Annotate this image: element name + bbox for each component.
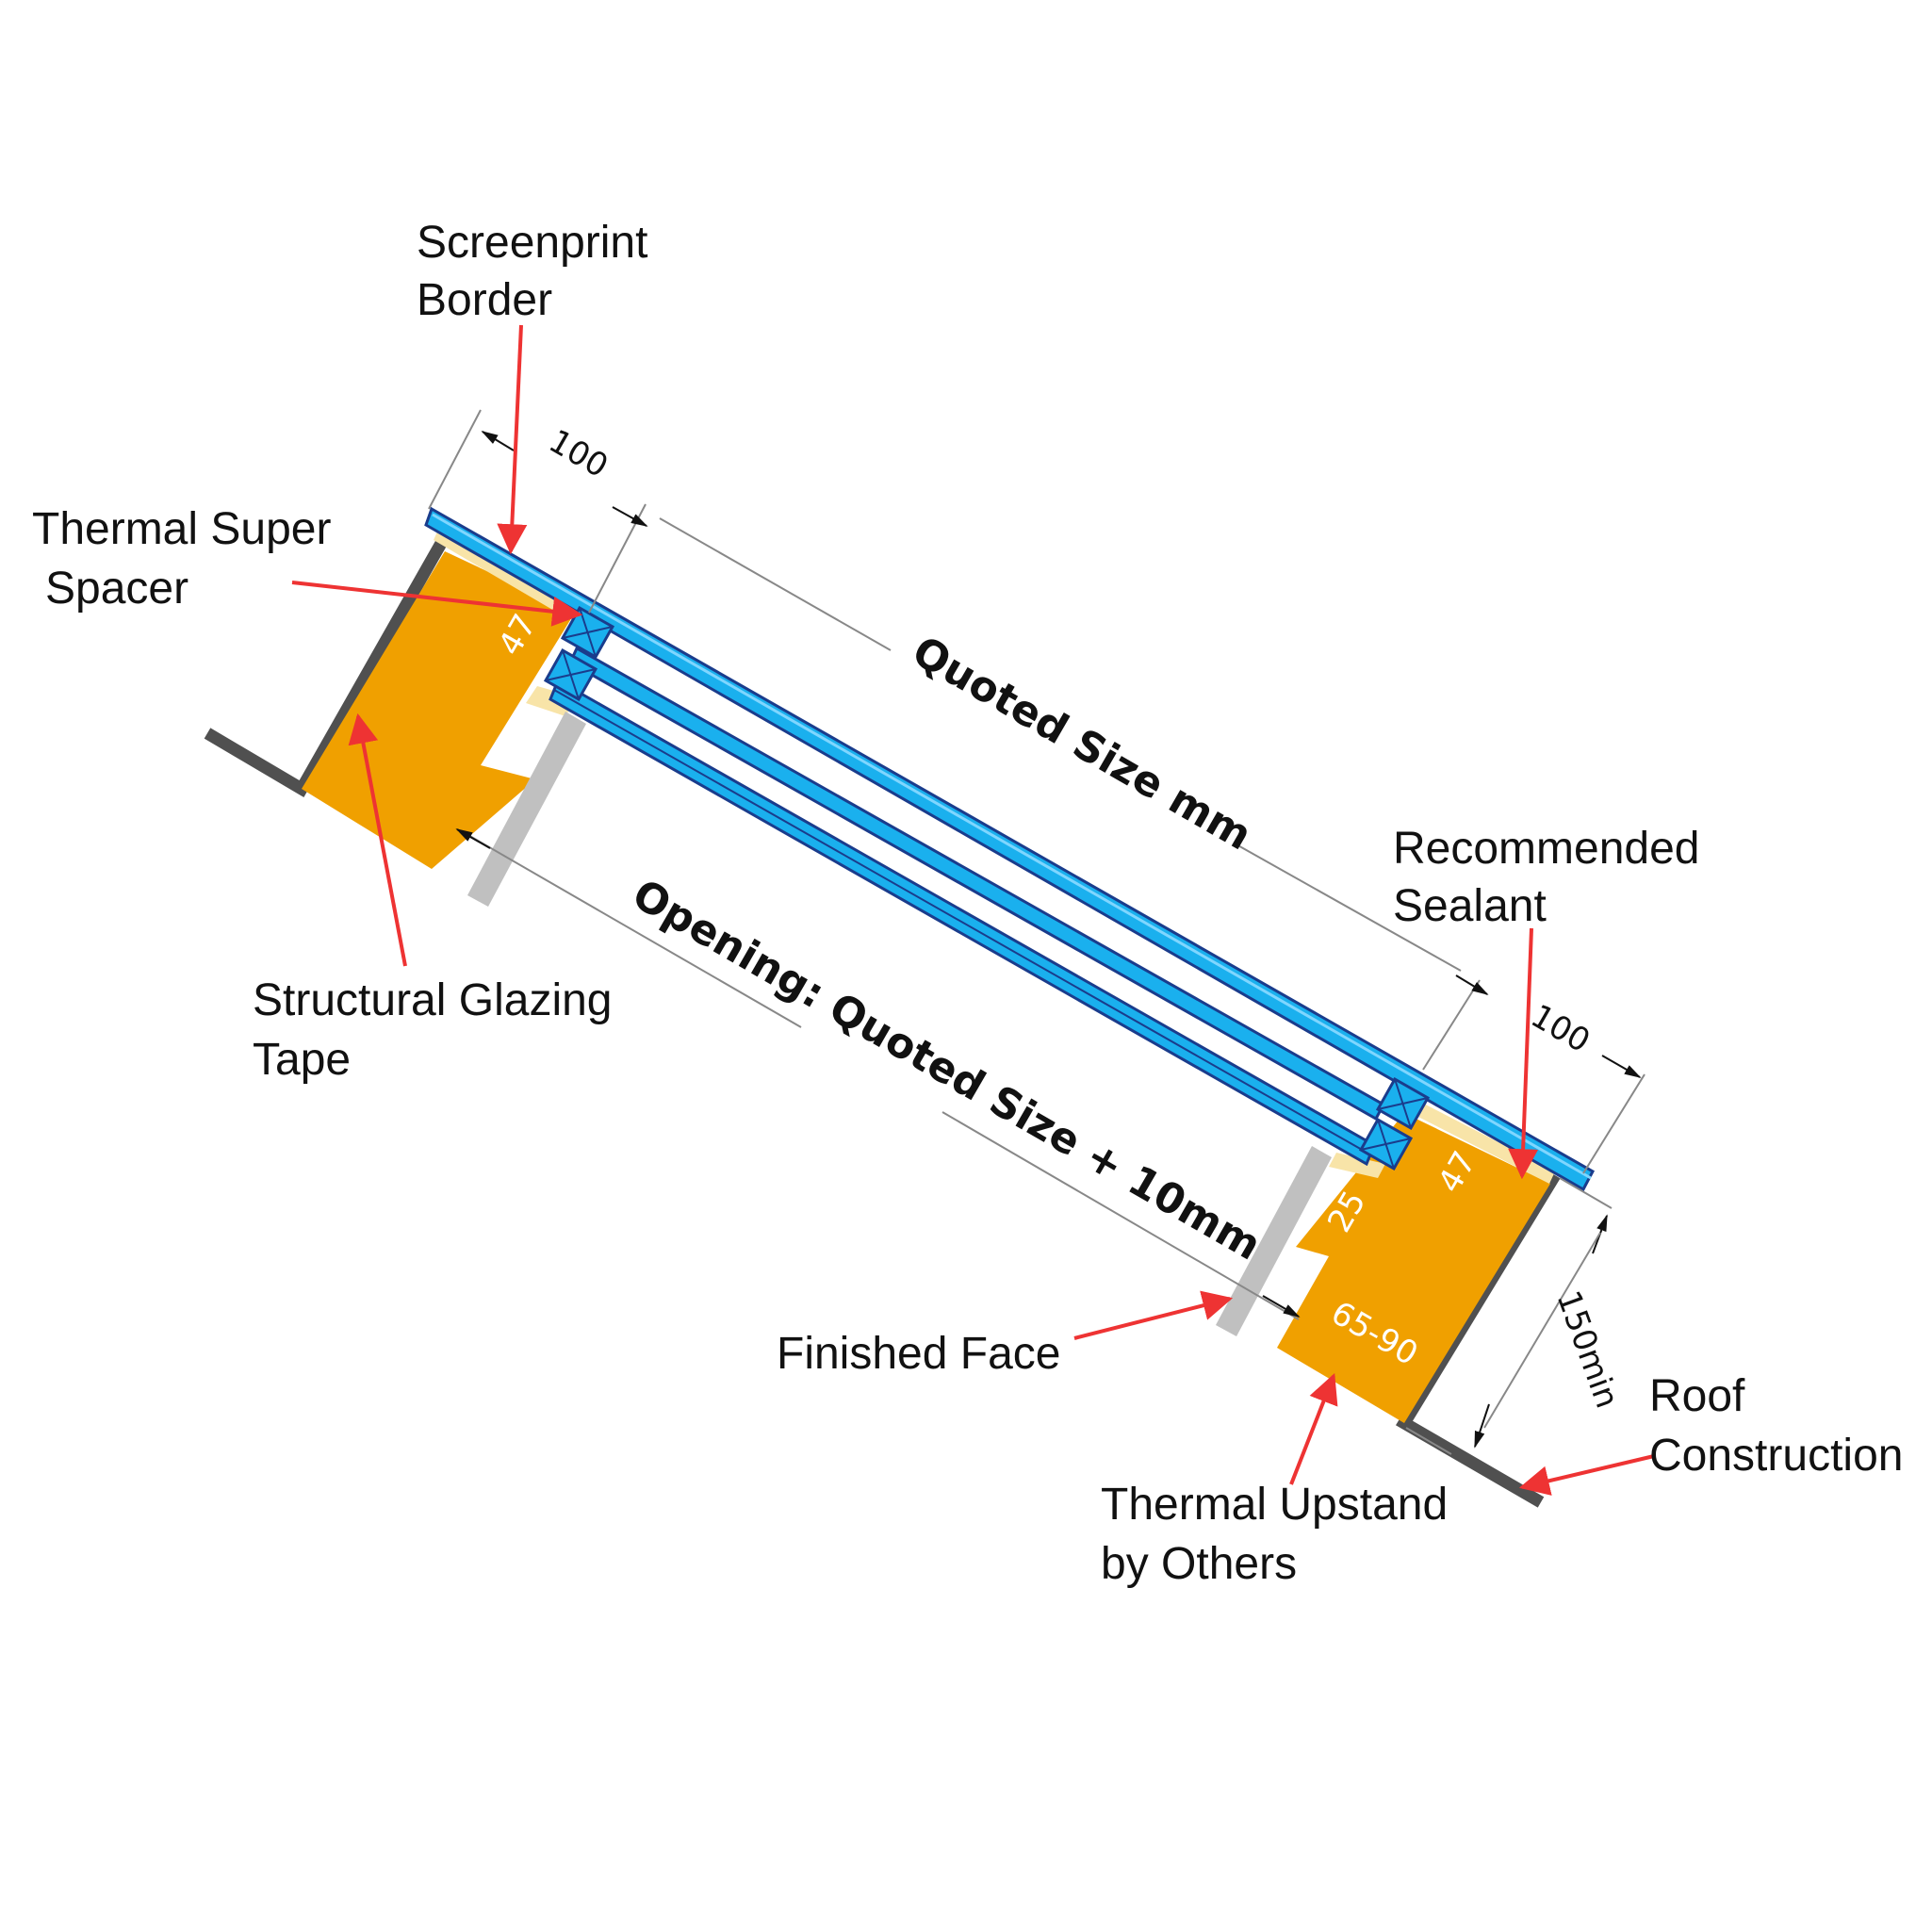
structural-tape-label-line2: Tape <box>253 1035 351 1085</box>
finished-face-label: Finished Face <box>777 1329 1060 1379</box>
screenprint-border-label-line2: Border <box>417 275 552 325</box>
thermal-upstand-label-line2: by Others <box>1101 1539 1297 1589</box>
tape-block-right <box>1329 1153 1385 1178</box>
dim-upstand-height: 150min <box>1549 1285 1627 1413</box>
roof-construction-label-line2: Construction <box>1649 1431 1903 1481</box>
recommended-sealant-label-line2: Sealant <box>1393 881 1547 931</box>
thermal-upstand-right <box>1277 1113 1550 1423</box>
finished-face-left <box>467 712 586 907</box>
thermal-upstand-label-line1: Thermal Upstand <box>1101 1480 1448 1530</box>
thermal-upstand-left <box>302 551 575 869</box>
outer-pane-highlight <box>432 513 1592 1180</box>
thermal-spacer-label-line2: Spacer <box>45 564 188 614</box>
thermal-super-spacer-left <box>543 605 615 702</box>
thermal-spacer-label-line1: Thermal Super <box>32 504 331 554</box>
dim-overhang-right: 100 <box>1525 997 1596 1060</box>
dim-overhang-left: 100 <box>543 422 614 485</box>
recommended-sealant-label-line1: Recommended <box>1393 824 1700 874</box>
middle-glass-pane <box>568 646 1386 1122</box>
dimension-lines <box>428 409 1645 1455</box>
leader-arrows <box>291 324 1655 1496</box>
screenprint-border-label-line1: Screenprint <box>417 218 647 268</box>
dimension-arrows <box>455 431 1642 1449</box>
structural-tape-label-line1: Structural Glazing <box>253 975 613 1025</box>
dim-upstand-height <box>1483 1232 1601 1429</box>
thermal-super-spacer-right <box>1358 1076 1431 1171</box>
roof-construction-label-line1: Roof <box>1649 1371 1745 1421</box>
inner-pane-laminate <box>553 689 1371 1155</box>
